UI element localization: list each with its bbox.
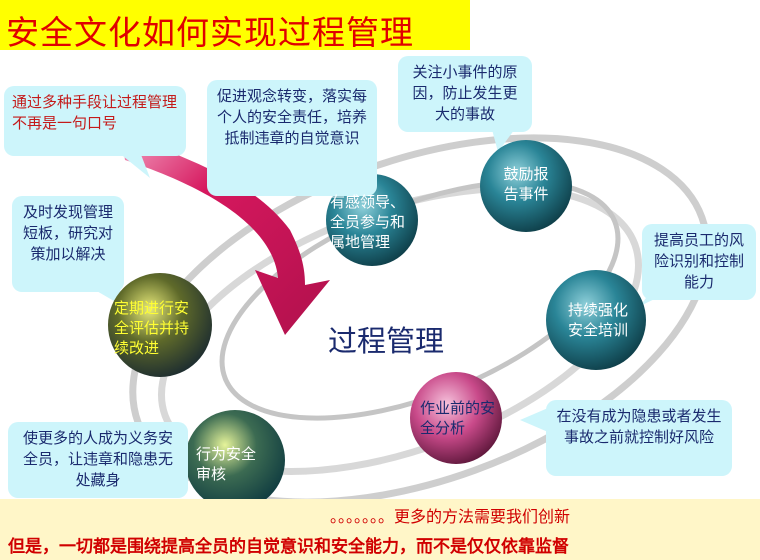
bottom-line-2: 但是，一切都是围绕提高全员的自觉意识和安全能力，而不是仅仅依靠监督	[8, 537, 569, 557]
node-leadership-line: 有感领导、	[330, 193, 406, 211]
title-bar: 安全文化如何实现过程管理	[0, 0, 470, 52]
callout-volunteer-text: 使更多的人成为义务安全员，让违章和隐患无处藏身	[22, 429, 173, 489]
node-report	[480, 140, 572, 232]
node-jsa-line: 作业前的安	[420, 399, 496, 417]
node-assess-line: 全评估并持	[114, 319, 190, 337]
node-audit-label: 行为安全 审核	[196, 444, 276, 484]
callout-small-events-text: 关注小事件的原因，防止发生更大的事故	[412, 63, 518, 123]
node-report-line: 鼓励报	[503, 165, 549, 183]
node-report-label: 鼓励报 告事件	[486, 164, 566, 204]
bottom-band	[0, 499, 760, 560]
callout-discover-text: 及时发现管理短板，研究对策加以解决	[22, 203, 113, 263]
callout-volunteer: 使更多的人成为义务安全员，让违章和隐患无处藏身	[8, 422, 188, 498]
callout-hazard-text: 在没有成为隐患或者发生事故之前就控制好风险	[556, 407, 722, 446]
callout-concept-text: 促进观念转变，落实每个人的安全责任，培养抵制违章的自觉意识	[216, 87, 367, 147]
node-audit-line: 审核	[196, 465, 227, 483]
callout-tail-hazard	[520, 408, 548, 432]
callout-risk-text: 提高员工的风险识别和控制能力	[653, 231, 744, 291]
node-training-label: 持续强化 安全培训	[552, 300, 644, 340]
bottom-line-1: 。。。。。。。更多的方法需要我们创新	[330, 507, 571, 526]
node-jsa-line: 全分析	[420, 419, 466, 437]
node-training-line: 安全培训	[567, 321, 628, 339]
callout-tail-top-left	[118, 152, 150, 178]
callout-risk: 提高员工的风险识别和控制能力	[642, 224, 756, 300]
node-assess	[108, 273, 212, 377]
callout-top-left-text: 通过多种手段让过程管理不再是一句口号	[12, 93, 178, 132]
node-leadership-line: 属地管理	[330, 233, 391, 251]
node-report-line: 告事件	[503, 185, 549, 203]
node-audit-line: 行为安全	[196, 445, 257, 463]
curved-arrow	[120, 130, 330, 335]
node-jsa	[410, 372, 502, 464]
node-training-line: 持续强化	[567, 301, 628, 319]
callout-concept: 促进观念转变，落实每个人的安全责任，培养抵制违章的自觉意识	[207, 80, 377, 196]
node-leadership-label: 有感领导、 全员参与和 属地管理	[330, 192, 434, 252]
center-label: 过程管理	[328, 324, 445, 358]
page-title: 安全文化如何实现过程管理	[6, 13, 414, 52]
callout-discover: 及时发现管理短板，研究对策加以解决	[12, 196, 124, 292]
node-leadership-line: 全员参与和	[330, 213, 406, 231]
node-audit	[185, 410, 285, 510]
node-leadership	[326, 174, 418, 266]
callout-small-events: 关注小事件的原因，防止发生更大的事故	[398, 56, 532, 132]
node-assess-line: 续改进	[114, 339, 160, 357]
node-assess-label: 定期进行安 全评估并持 续改进	[114, 298, 214, 358]
node-assess-line: 定期进行安	[114, 299, 190, 317]
callout-hazard: 在没有成为隐患或者发生事故之前就控制好风险	[546, 400, 732, 476]
node-jsa-label: 作业前的安 全分析	[420, 398, 520, 438]
callout-top-left: 通过多种手段让过程管理不再是一句口号	[4, 86, 186, 156]
node-training	[546, 270, 646, 370]
